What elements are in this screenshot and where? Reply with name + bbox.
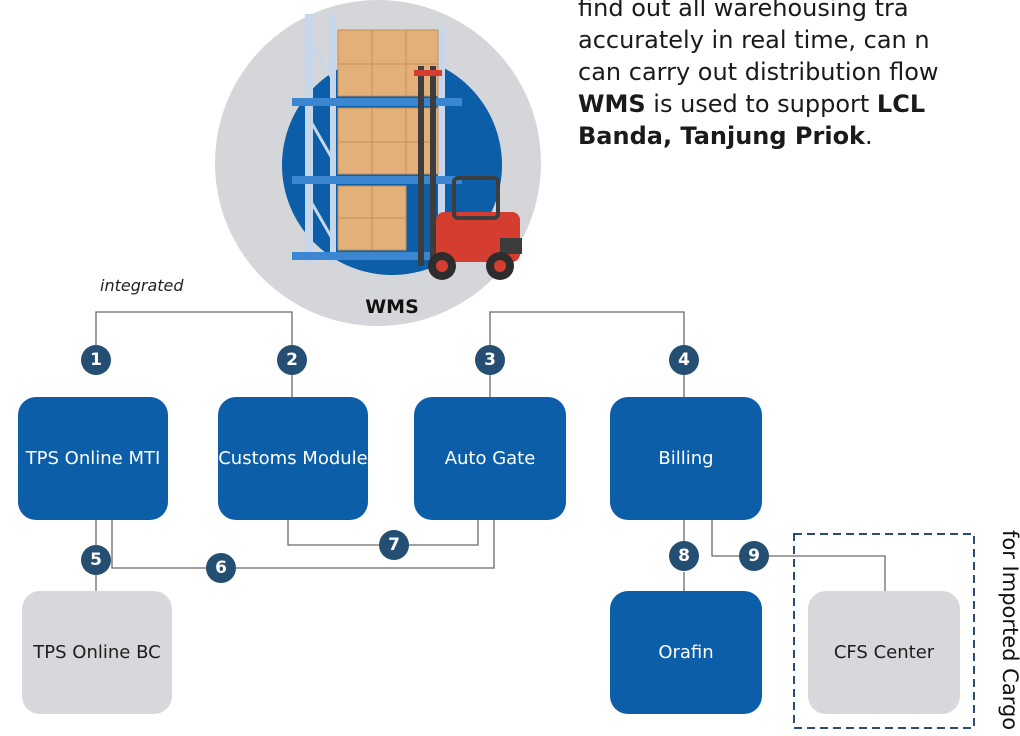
wms-term: WMS	[578, 90, 646, 118]
imported-cargo-label: for Imported Cargo	[998, 530, 1020, 731]
description-paragraph: find out all warehousing tra accurately …	[578, 0, 1020, 152]
description-line-3: can carry out distribution flow	[578, 58, 939, 86]
customs-module-box: Customs Module	[218, 397, 368, 520]
description-line-5: Banda, Tanjung Priok.	[578, 120, 1020, 152]
badge-1: 1	[81, 345, 111, 375]
lcl-term: LCL	[876, 90, 926, 118]
billing-box: Billing	[610, 397, 762, 520]
badge-9: 9	[739, 541, 769, 571]
orafin-box: Orafin	[610, 591, 762, 714]
cfs-dashed-frame	[793, 533, 975, 729]
badge-8: 8	[669, 541, 699, 571]
integrated-label: integrated	[100, 276, 184, 295]
warehouse-illustration	[292, 14, 522, 280]
badge-6: 6	[206, 553, 236, 583]
description-line-4-mid: is used to support	[645, 90, 877, 118]
tps-online-mti-box: TPS Online MTI	[18, 397, 168, 520]
badge-5: 5	[81, 545, 111, 575]
badge-3: 3	[475, 345, 505, 375]
description-line-4: WMS is used to support LCL	[578, 88, 1020, 120]
auto-gate-box: Auto Gate	[414, 397, 566, 520]
badge-4: 4	[669, 345, 699, 375]
cfs-center-box: CFS Center	[808, 591, 960, 714]
description-line-2: accurately in real time, can n	[578, 26, 930, 54]
badge-2: 2	[277, 345, 307, 375]
description-line-5-end: .	[865, 122, 873, 150]
description-line-1: find out all warehousing tra	[578, 0, 909, 22]
location-term: Banda, Tanjung Priok	[578, 122, 866, 150]
wms-hub-label: WMS	[365, 296, 419, 318]
badge-7: 7	[379, 530, 409, 560]
tps-online-bc-box: TPS Online BC	[22, 591, 172, 714]
